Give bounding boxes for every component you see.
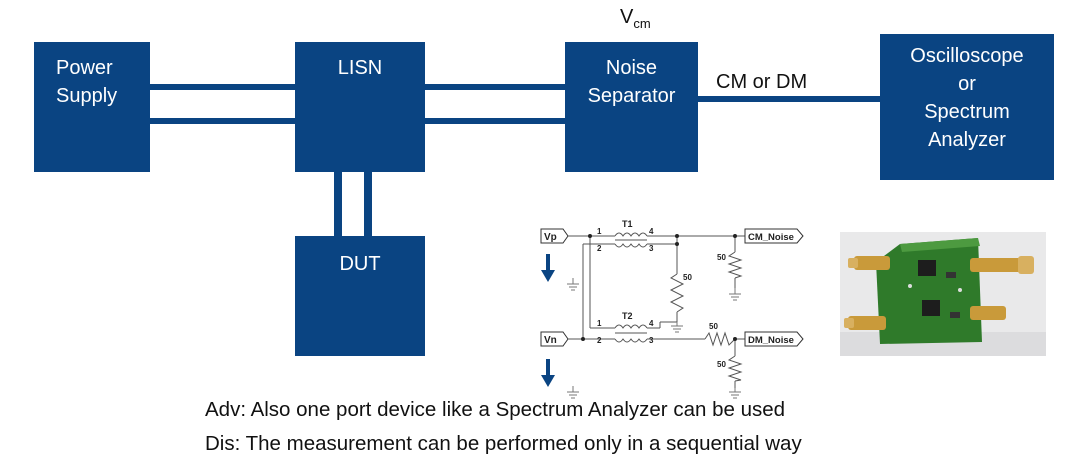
cm-dm-label: CM or DM (716, 71, 808, 93)
wire-lisn-dut-right (364, 172, 372, 236)
resistor-cm-load (727, 251, 743, 279)
noise-separator-block: Noise Separator (565, 42, 698, 172)
t2-label: T2 (622, 311, 633, 321)
noise-separator-label-line2: Separator (587, 85, 676, 107)
ground-symbol (729, 288, 741, 301)
lisn-block: LISN (295, 42, 425, 172)
t2-pin1: 1 (597, 319, 602, 328)
dut-block: DUT (295, 236, 425, 356)
vcm-label: Vcm (620, 6, 651, 31)
t1-pin1: 1 (597, 227, 602, 236)
port-vn: Vn (540, 331, 569, 347)
advantage-note: Adv: Also one port device like a Spectru… (205, 398, 786, 421)
dm-noise-label: DM_Noise (748, 335, 794, 346)
resistor-dm-series (704, 331, 736, 347)
noise-separator-label-line1: Noise (605, 57, 658, 79)
port-vp: Vp (540, 228, 569, 244)
sma-connector-icon (848, 256, 890, 270)
wire-sep-analyzer (698, 96, 880, 102)
t2-pin2: 2 (597, 336, 602, 345)
resistor-dm-load (727, 355, 743, 382)
t1-pin2: 2 (597, 244, 602, 253)
analyzer-label-line4: Analyzer (928, 129, 1006, 151)
disadvantage-note: Dis: The measurement can be performed on… (205, 432, 802, 455)
ground-symbol (671, 322, 683, 333)
ground-symbol (567, 386, 579, 399)
t2-pin4: 4 (649, 319, 654, 328)
vp-arrow-icon (541, 254, 555, 282)
r-dm-load-label: 50 (717, 360, 726, 369)
wire-ps-lisn-top (150, 84, 295, 90)
port-cm-noise: CM_Noise (744, 228, 804, 244)
t1-pin4: 4 (649, 227, 654, 236)
sma-connector-icon (844, 316, 886, 330)
analyzer-block: Oscilloscope or Spectrum Analyzer (880, 34, 1054, 180)
cm-noise-label: CM_Noise (748, 232, 794, 243)
analyzer-label-line2: or (958, 73, 976, 95)
ground-symbol (567, 278, 579, 291)
vcm-main: V (620, 6, 634, 28)
analyzer-label-line1: Oscilloscope (910, 45, 1024, 67)
ground-symbol (729, 388, 741, 399)
r-cm-shunt-label: 50 (683, 273, 692, 282)
sma-connector-icon (970, 256, 1034, 274)
wire-ps-lisn-bottom (150, 118, 295, 124)
vn-arrow-icon (541, 359, 555, 387)
port-vn-label: Vn (544, 335, 557, 346)
power-supply-label-line1: Power (56, 57, 113, 79)
t1-label: T1 (622, 219, 633, 229)
power-supply-label-line2: Supply (56, 85, 118, 107)
power-supply-block: Power Supply (34, 42, 150, 172)
sma-connector-icon (970, 306, 1006, 320)
wire-lisn-sep-bottom (425, 118, 565, 124)
wire-lisn-sep-top (425, 84, 565, 90)
pcb-photo (840, 232, 1046, 356)
r-dm-series-label: 50 (709, 322, 718, 331)
wire-lisn-dut-left (334, 172, 342, 236)
port-vp-label: Vp (544, 232, 557, 243)
port-dm-noise: DM_Noise (744, 331, 804, 347)
dut-label: DUT (339, 253, 381, 275)
t2-pin3: 3 (649, 336, 654, 345)
lisn-label: LISN (337, 57, 383, 79)
analyzer-label-line3: Spectrum (924, 101, 1010, 123)
t1-pin3: 3 (649, 244, 654, 253)
vcm-subscript: cm (633, 16, 651, 31)
r-cm-load-label: 50 (717, 253, 726, 262)
resistor-cm-shunt (669, 273, 685, 313)
noise-separator-schematic: Vp Vn (540, 219, 804, 399)
